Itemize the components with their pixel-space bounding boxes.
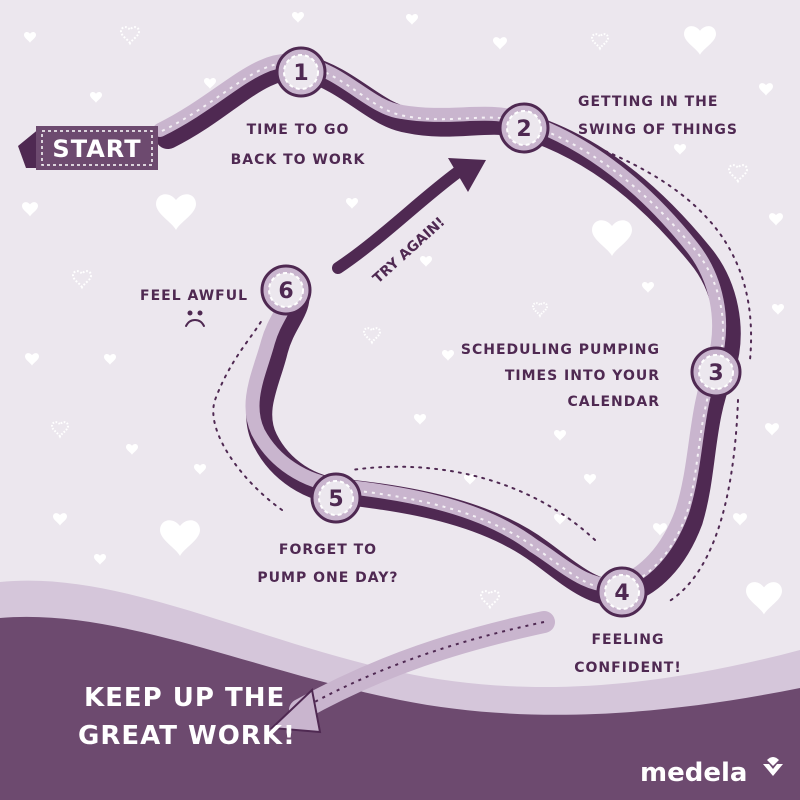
step-labels: TIME TO GO BACK TO WORK GETTING IN THE S… <box>140 94 738 676</box>
step-4-line-2: CONFIDENT! <box>574 660 682 676</box>
step-3-line-1: SCHEDULING PUMPING <box>461 342 660 358</box>
step-6-line-1: FEEL AWFUL <box>140 288 248 304</box>
start-banner: START <box>18 126 158 170</box>
step-5-line-1: FORGET TO <box>279 542 377 558</box>
outro-text: KEEP UP THE GREAT WORK! <box>78 683 296 751</box>
step-1-line-1: TIME TO GO <box>247 122 350 138</box>
dotted-guides <box>212 147 753 603</box>
step-6-marker: 6 <box>260 264 312 316</box>
step-3-marker: 3 <box>690 346 742 398</box>
start-label: START <box>52 135 141 163</box>
step-5-marker: 5 <box>310 472 362 524</box>
dark-wave <box>0 616 800 800</box>
step-2-line-2: SWING OF THINGS <box>578 122 738 138</box>
step-3-line-2: TIMES INTO YOUR <box>505 368 660 384</box>
arrow-icon <box>332 166 464 274</box>
ribbon-highlight <box>153 53 726 592</box>
keep-up-arrow <box>269 611 555 734</box>
brand: medela <box>640 757 783 788</box>
step-4-number: 4 <box>614 581 629 606</box>
step-2-number: 2 <box>516 117 531 142</box>
brand-wordmark: medela <box>640 758 747 788</box>
step-5-line-2: PUMP ONE DAY? <box>257 570 398 586</box>
step-4-line-1: FEELING <box>591 632 664 648</box>
outro-arrow-head-icon <box>269 688 322 734</box>
step-2-line-1: GETTING IN THE <box>578 94 718 110</box>
medela-logo-icon <box>763 757 783 776</box>
step-1-line-2: BACK TO WORK <box>231 152 366 168</box>
step-3-line-3: CALENDAR <box>567 394 660 410</box>
sad-face-icon <box>185 310 205 327</box>
step-5-number: 5 <box>328 487 343 512</box>
step-markers: 1 2 3 4 5 6 <box>260 46 742 618</box>
outro-line-1: KEEP UP THE <box>84 683 285 713</box>
step-3-number: 3 <box>708 361 723 386</box>
step-1-number: 1 <box>293 61 308 86</box>
step-2-marker: 2 <box>498 102 550 154</box>
arrow-head-icon <box>448 158 486 192</box>
step-4-marker: 4 <box>596 566 648 618</box>
step-6-number: 6 <box>278 279 293 304</box>
outro-line-2: GREAT WORK! <box>78 721 296 751</box>
step-1-marker: 1 <box>275 46 327 98</box>
